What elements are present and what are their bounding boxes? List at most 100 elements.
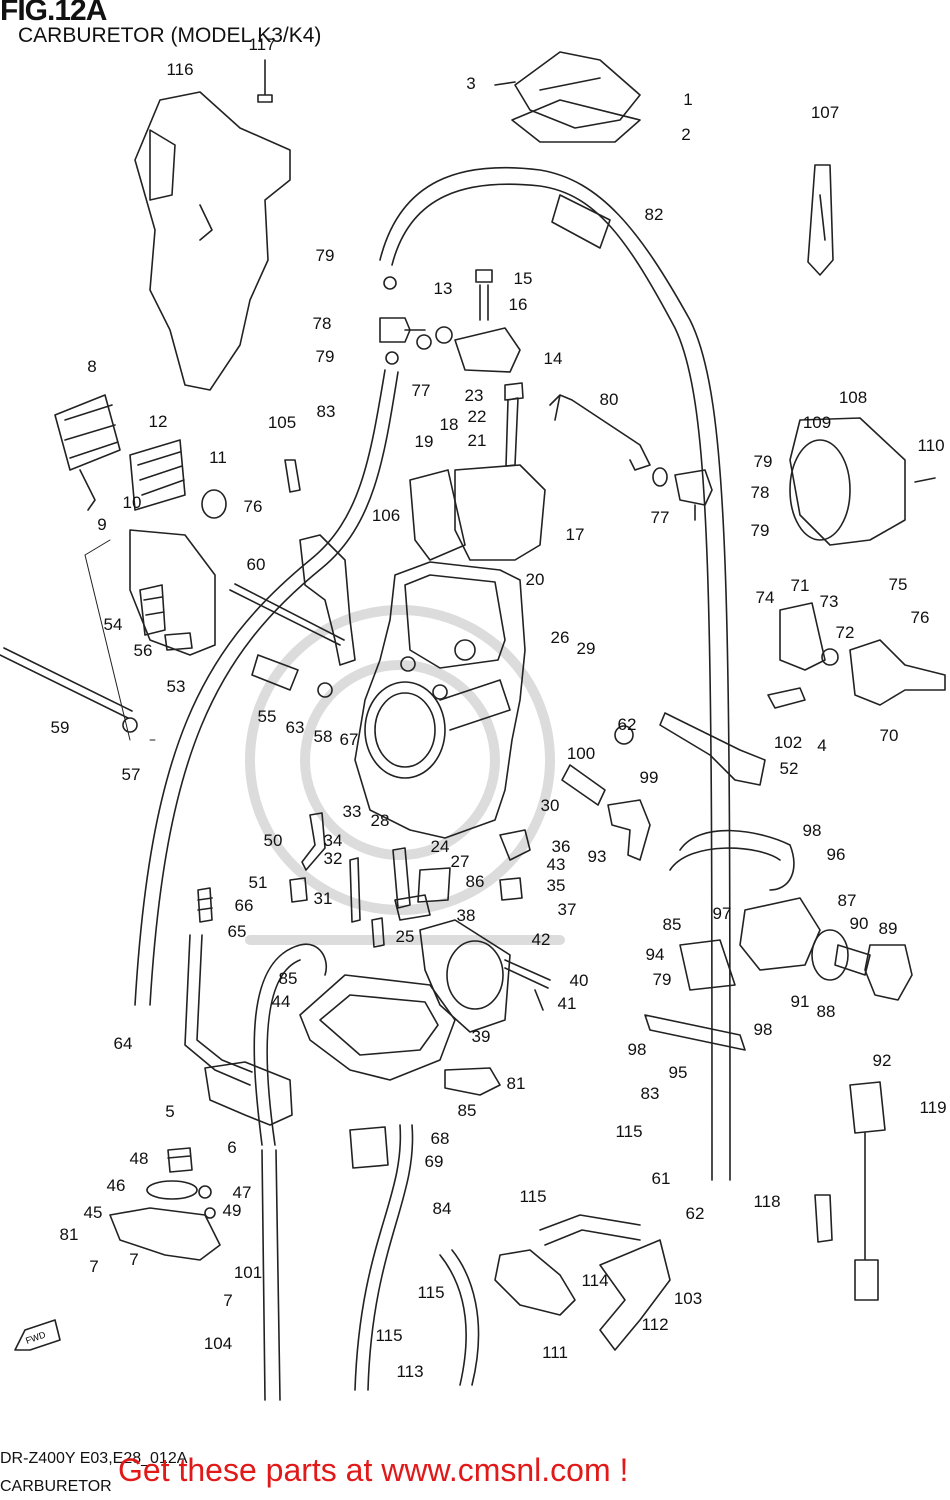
callout-53: 53 [167,677,186,696]
callout-73: 73 [820,592,839,611]
callout-24: 24 [431,837,450,856]
callout-41: 41 [558,994,577,1013]
fwd-label: FWD [24,1329,47,1346]
part-86-float-pin [417,867,451,903]
part-105-screw [284,459,301,493]
callout-106: 106 [372,506,400,525]
part-109-clamp [789,439,851,541]
callout-107: 107 [811,103,839,122]
callout-118: 118 [753,1192,780,1211]
callout-79: 79 [653,970,672,989]
callout-43: 43 [547,855,566,874]
part-2-gasket [511,99,641,143]
part-88-gasket [811,929,849,981]
part-10-lever [79,469,96,511]
part-24-jet [392,847,411,909]
callout-101: 101 [234,1263,262,1282]
callout-83: 83 [317,402,336,421]
part-96-hose-b [669,829,795,891]
callout-115: 115 [519,1187,546,1206]
part-16-screw [479,284,489,321]
part-39-float-ring [446,940,504,1010]
part-64-choke-body [204,1061,293,1126]
callout-115: 115 [375,1326,402,1345]
callout-25: 25 [396,927,415,946]
callout-18: 18 [440,415,459,434]
part-25-jet [371,917,385,948]
callout-38: 38 [457,906,476,925]
part-108-intake-boot [789,417,906,546]
callout-13: 13 [434,279,453,298]
callout-91: 91 [791,992,810,1011]
callout-44: 44 [272,992,291,1011]
callout-65: 65 [228,922,247,941]
part-84-drain-hose [354,1124,414,1391]
callout-37: 37 [558,900,577,919]
callout-56: 56 [134,641,153,660]
callout-7: 7 [129,1250,138,1269]
callout-54: 54 [104,615,123,634]
part-54-bracket [129,529,216,656]
callout-58: 58 [314,727,333,746]
part-66-spring [197,887,213,923]
callout-23: 23 [465,386,484,405]
part-117-screw [257,59,273,103]
callout-114: 114 [581,1271,608,1290]
part-3-screw [494,81,516,86]
callout-98: 98 [628,1040,647,1059]
footer-caption: CARBURETOR [0,1478,112,1495]
part-78-t-joint-right [674,469,713,521]
callout-76: 76 [911,608,930,627]
part-40-pin [504,959,551,989]
callout-96: 96 [827,845,846,864]
callout-7: 7 [223,1291,232,1310]
part-89-cap [864,944,913,1001]
callout-74: 74 [756,588,775,607]
callout-45: 45 [84,1203,103,1222]
part-14-breather-joint [454,327,521,373]
callout-60: 60 [247,555,266,574]
part-64-choke-cable [184,934,253,1086]
callout-3: 3 [466,74,475,93]
part-90-spring [834,944,871,976]
callout-81: 81 [60,1225,79,1244]
callout-84: 84 [433,1199,452,1218]
callout-119: 119 [919,1098,946,1117]
callout-7: 7 [89,1257,98,1276]
callout-93: 93 [588,847,607,866]
figure-subtitle: CARBURETOR (MODEL K3/K4) [18,24,322,47]
footer-diagram-code: DR-Z400Y E03,E28_012A [0,1450,188,1467]
callout-61: 61 [652,1169,671,1188]
part-104-hose [261,1149,281,1401]
part-52-plunger [659,712,766,786]
part-51-jet [289,877,308,903]
carburetor-body [354,561,526,839]
callout-12: 12 [149,412,168,431]
callout-29: 29 [577,639,596,658]
callout-77: 77 [651,508,670,527]
part-73-ring [821,648,839,666]
callout-51: 51 [249,873,268,892]
callout-109: 109 [803,413,831,432]
part-59-long-bolt [0,647,133,719]
part-94-hose-c [679,939,736,991]
callout-98: 98 [803,821,822,840]
callout-77: 77 [412,381,431,400]
callout-40: 40 [570,971,589,990]
part-17-throttle-housing [454,464,546,561]
callout-39: 39 [472,1027,491,1046]
part-19-lid [409,469,466,561]
part-79-clip [383,276,397,290]
callout-47: 47 [233,1183,252,1202]
callout-88: 88 [817,1002,836,1021]
callout-42: 42 [532,930,551,949]
callout-108: 108 [839,388,867,407]
part-9-54-guide-lines [84,539,156,741]
part-118-sensor [814,1194,833,1243]
callout-22: 22 [468,407,487,426]
part-8-throttle-drum [54,394,121,471]
callout-79: 79 [316,347,335,366]
part-12-return-spring [129,439,186,511]
part-30-pipe [499,829,531,861]
